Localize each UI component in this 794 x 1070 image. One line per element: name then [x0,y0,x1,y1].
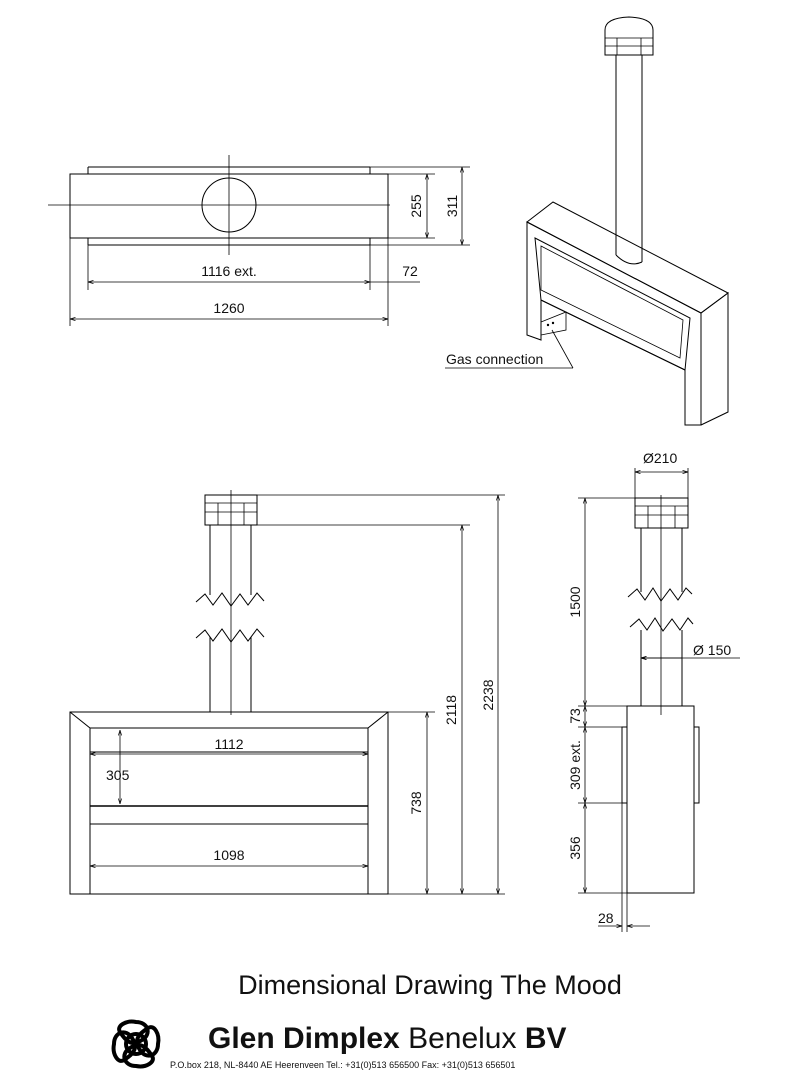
front-view: 1112 305 1098 738 2118 2238 [69,490,505,895]
dim-305: 305 [106,767,130,783]
company-name-suffix: BV [524,1022,567,1055]
dim-309: 309 ext. [567,740,583,790]
dim-1116: 1116 ext. [201,263,257,279]
company-name: Glen Dimplex Benelux BV [208,1022,567,1056]
company-name-regular: Benelux [408,1022,517,1055]
dim-738: 738 [408,791,424,815]
dim-2238: 2238 [480,679,496,710]
company-address: P.O.box 218, NL-8440 AE Heerenveen Tel.:… [170,1060,516,1070]
company-name-bold: Glen Dimplex [208,1022,400,1055]
celtic-knot-logo-icon [111,1019,161,1069]
dim-1098: 1098 [213,847,244,863]
dim-72: 72 [402,263,418,279]
top-view: 255 311 1116 ext. 72 1260 [48,155,470,326]
gas-connection-label: Gas connection [446,351,543,367]
side-view: Ø210 Ø 150 1500 73 309 ext. [567,450,740,932]
dim-73: 73 [567,708,583,724]
dim-diameter-210: Ø210 [643,450,677,466]
dim-311: 311 [444,195,460,218]
dim-255: 255 [408,194,424,218]
dim-diameter-150: Ø 150 [693,642,731,658]
dim-356: 356 [567,836,583,860]
dim-1112: 1112 [214,736,243,752]
dim-2118: 2118 [443,695,459,725]
dim-1500: 1500 [567,586,583,617]
page-title: Dimensional Drawing The Mood [238,970,622,1000]
isometric-view: Gas connection [445,16,729,426]
dim-1260: 1260 [213,300,244,316]
dim-28: 28 [598,910,614,926]
